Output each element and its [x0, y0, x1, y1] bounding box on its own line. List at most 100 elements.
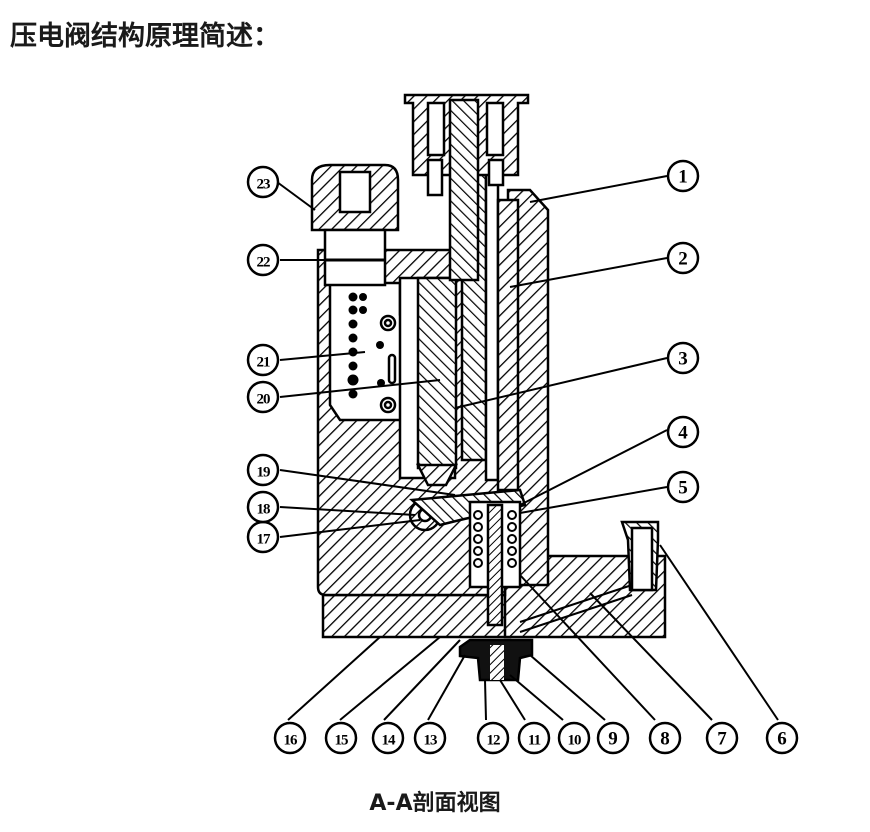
- callout-circle: [246, 343, 280, 377]
- leader-4: [519, 429, 668, 506]
- right-sleeve: [496, 198, 520, 492]
- callout-label: 19: [257, 465, 271, 481]
- callout-circle: [246, 165, 280, 199]
- callout-2: 2: [666, 241, 700, 275]
- callout-label: 4: [678, 423, 688, 444]
- leader-8: [519, 574, 656, 721]
- callout-17: 17: [246, 520, 280, 554]
- needle-channel: [484, 148, 500, 482]
- page-title: 压电阀结构原理简述：: [10, 21, 280, 52]
- callout-15: 15: [324, 721, 358, 755]
- callout-3: 3: [666, 341, 700, 375]
- inlet-bore: [630, 526, 654, 592]
- callout-label: 16: [284, 733, 299, 749]
- leader-5: [519, 486, 668, 514]
- leader-23: [276, 181, 316, 211]
- callout-circle: [666, 470, 700, 504]
- callout-circle: [324, 721, 358, 755]
- base-plate: [321, 593, 512, 639]
- spring-coils: [473, 510, 517, 568]
- callout-label: 3: [678, 349, 688, 370]
- leader-10: [509, 674, 564, 721]
- callout-circle: [705, 721, 739, 755]
- callout-circle: [413, 721, 447, 755]
- leader-15: [339, 636, 441, 721]
- callout-20: 20: [246, 380, 280, 414]
- leader-1: [529, 175, 668, 203]
- callout-13: 13: [413, 721, 447, 755]
- piezo-stack: [416, 276, 458, 470]
- callout-circle: [765, 721, 799, 755]
- top-port-left: [426, 101, 446, 157]
- callout-6: 6: [765, 721, 799, 755]
- callout-label: 14: [382, 733, 397, 749]
- callout-label: 23: [257, 177, 271, 193]
- leader-20: [279, 379, 441, 398]
- connector-socket: [323, 228, 387, 287]
- callout-1: 1: [666, 159, 700, 193]
- leader-14: [383, 639, 461, 721]
- leader-19: [279, 469, 456, 496]
- callout-7: 7: [705, 721, 739, 755]
- callout-label: 21: [257, 355, 271, 371]
- callout-label: 9: [608, 729, 618, 750]
- leader-7: [589, 592, 713, 721]
- callout-14: 14: [371, 721, 405, 755]
- callout-circle: [246, 380, 280, 414]
- callout-circle: [517, 721, 551, 755]
- callout-9: 9: [596, 721, 630, 755]
- callout-circle: [371, 721, 405, 755]
- callout-label: 12: [487, 733, 501, 749]
- callout-circle: [666, 415, 700, 449]
- leader-16: [287, 636, 381, 721]
- callout-circle: [246, 453, 280, 487]
- callout-8: 8: [648, 721, 682, 755]
- callout-21: 21: [246, 343, 280, 377]
- callout-circle: [246, 490, 280, 524]
- callout-22: 22: [246, 243, 280, 277]
- leader-18: [279, 506, 416, 516]
- leader-13: [427, 654, 466, 721]
- leader-lines: [276, 175, 779, 721]
- leader-21: [279, 351, 366, 361]
- leader-2: [509, 257, 668, 288]
- callout-label: 18: [257, 502, 271, 518]
- leader-9: [529, 654, 606, 721]
- leader-17: [279, 519, 421, 538]
- callout-label: 22: [257, 255, 271, 271]
- callout-label: 20: [257, 392, 271, 408]
- callout-label: 11: [528, 733, 541, 749]
- callout-label: 13: [424, 733, 438, 749]
- valve-body: [310, 93, 667, 682]
- section-view-caption: A-A剖面视图: [369, 791, 501, 816]
- electronics-cavity: [328, 281, 412, 422]
- callout-label: 5: [678, 478, 688, 499]
- callout-label: 10: [568, 733, 582, 749]
- top-center-rod: [448, 98, 480, 282]
- callout-circle: [273, 721, 307, 755]
- callout-circle: [557, 721, 591, 755]
- pcb-components: [347, 292, 385, 399]
- callout-label: 2: [678, 249, 688, 270]
- callout-label: 15: [335, 733, 349, 749]
- callout-5: 5: [666, 470, 700, 504]
- callout-circle: [666, 159, 700, 193]
- callout-circle: [648, 721, 682, 755]
- needle: [486, 503, 504, 627]
- callout-12: 12: [476, 721, 510, 755]
- piezo-tip: [415, 463, 459, 487]
- callout-circle: [476, 721, 510, 755]
- callout-4: 4: [666, 415, 700, 449]
- callout-circle: [596, 721, 630, 755]
- callout-label: 8: [660, 729, 670, 750]
- leader-6: [659, 544, 779, 721]
- callout-label: 1: [678, 167, 688, 188]
- leader-11: [499, 679, 526, 721]
- callout-circle: [246, 243, 280, 277]
- callout-23: 23: [246, 165, 280, 199]
- leader-12: [484, 679, 487, 721]
- callout-circle: [666, 341, 700, 375]
- flow-channel: [519, 584, 633, 623]
